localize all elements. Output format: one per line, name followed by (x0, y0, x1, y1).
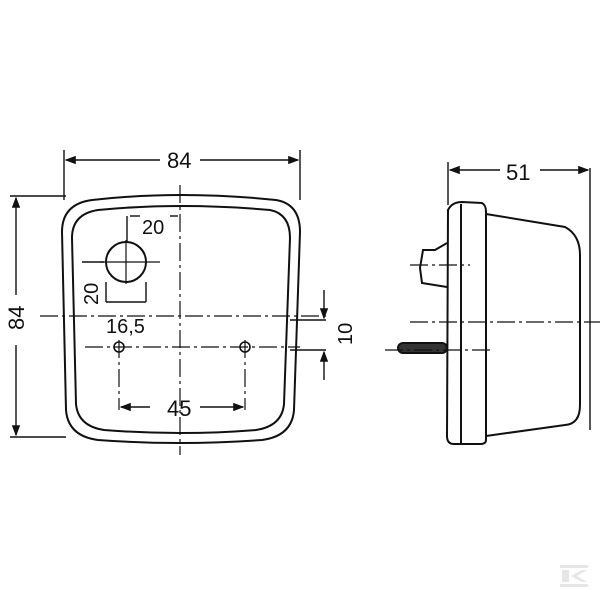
center-lines (40, 185, 330, 455)
lamp-body (485, 213, 581, 437)
side-dimension-lines (447, 162, 591, 430)
housing-outer-outline (60, 194, 302, 444)
dim-mounting-spacing: 45 (167, 396, 191, 421)
dimension-lines (10, 150, 329, 438)
dim-mounting-offset: 10 (335, 323, 357, 345)
dim-overall-width: 84 (167, 148, 191, 173)
side-center-lines (385, 264, 600, 351)
dim-overall-height: 84 (4, 306, 29, 330)
flange (445, 200, 487, 445)
lens-inner-outline (70, 205, 292, 434)
connector-housing (418, 242, 448, 288)
k-logo-icon (560, 565, 588, 587)
side-view (397, 200, 581, 445)
dim-hole-diameter: 20 (142, 217, 164, 239)
dim-hole-offset-vertical: 20 (81, 283, 103, 305)
dim-hole-offset-horizontal: 16,5 (106, 316, 145, 338)
dim-depth: 51 (506, 160, 530, 185)
mounting-bolt (397, 342, 448, 354)
